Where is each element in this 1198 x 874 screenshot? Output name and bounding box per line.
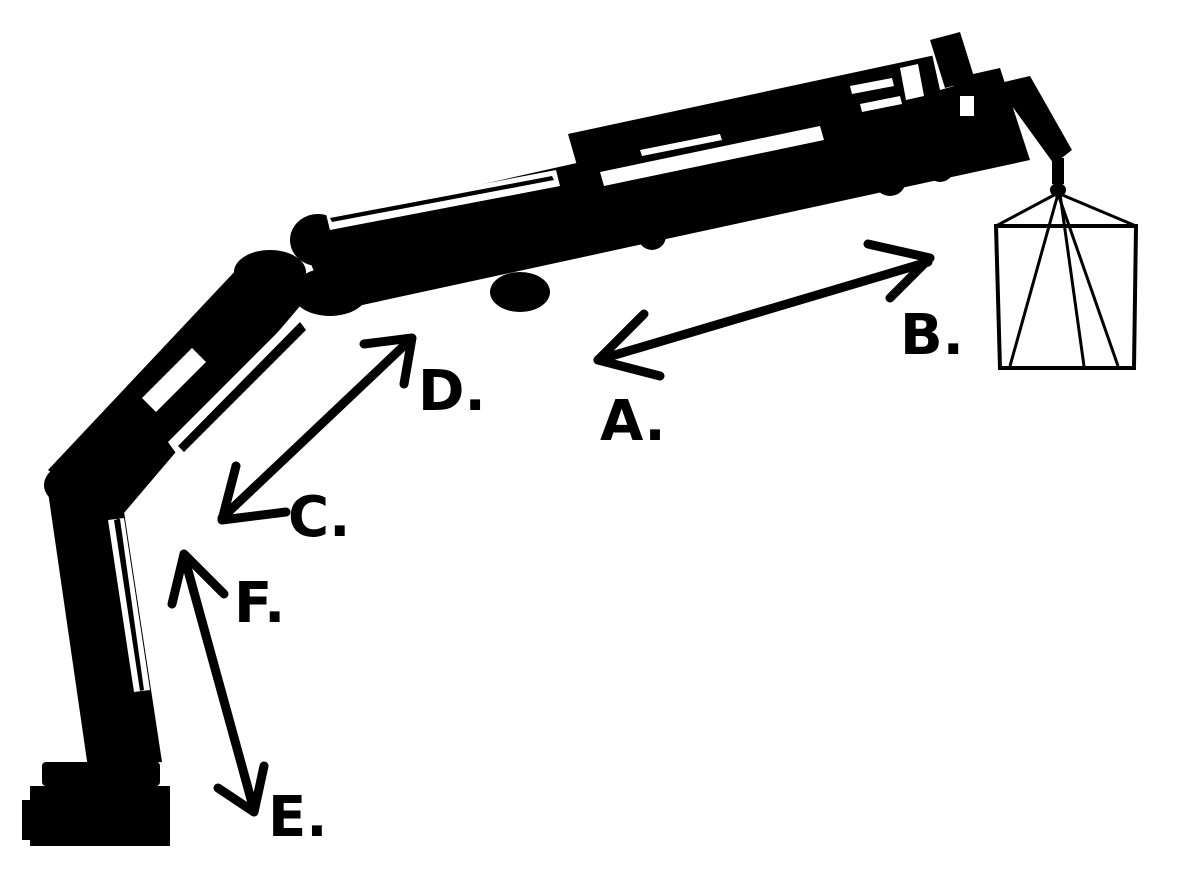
label-c: C. bbox=[288, 485, 350, 550]
arrow-a-b bbox=[593, 239, 935, 381]
arrow-e-f bbox=[167, 549, 269, 817]
crane-silhouette bbox=[22, 32, 1072, 846]
load-box bbox=[993, 224, 1139, 370]
label-f: F. bbox=[234, 571, 285, 636]
arrow-c-d bbox=[217, 333, 417, 525]
crane-inner-boom bbox=[48, 250, 316, 520]
label-b: B. bbox=[900, 303, 964, 368]
suspended-load bbox=[993, 192, 1139, 370]
label-a: A. bbox=[600, 389, 666, 454]
crane-outer-boom bbox=[296, 32, 1030, 312]
label-d: D. bbox=[418, 359, 486, 424]
crane-base bbox=[22, 762, 170, 846]
label-e: E. bbox=[268, 785, 328, 850]
